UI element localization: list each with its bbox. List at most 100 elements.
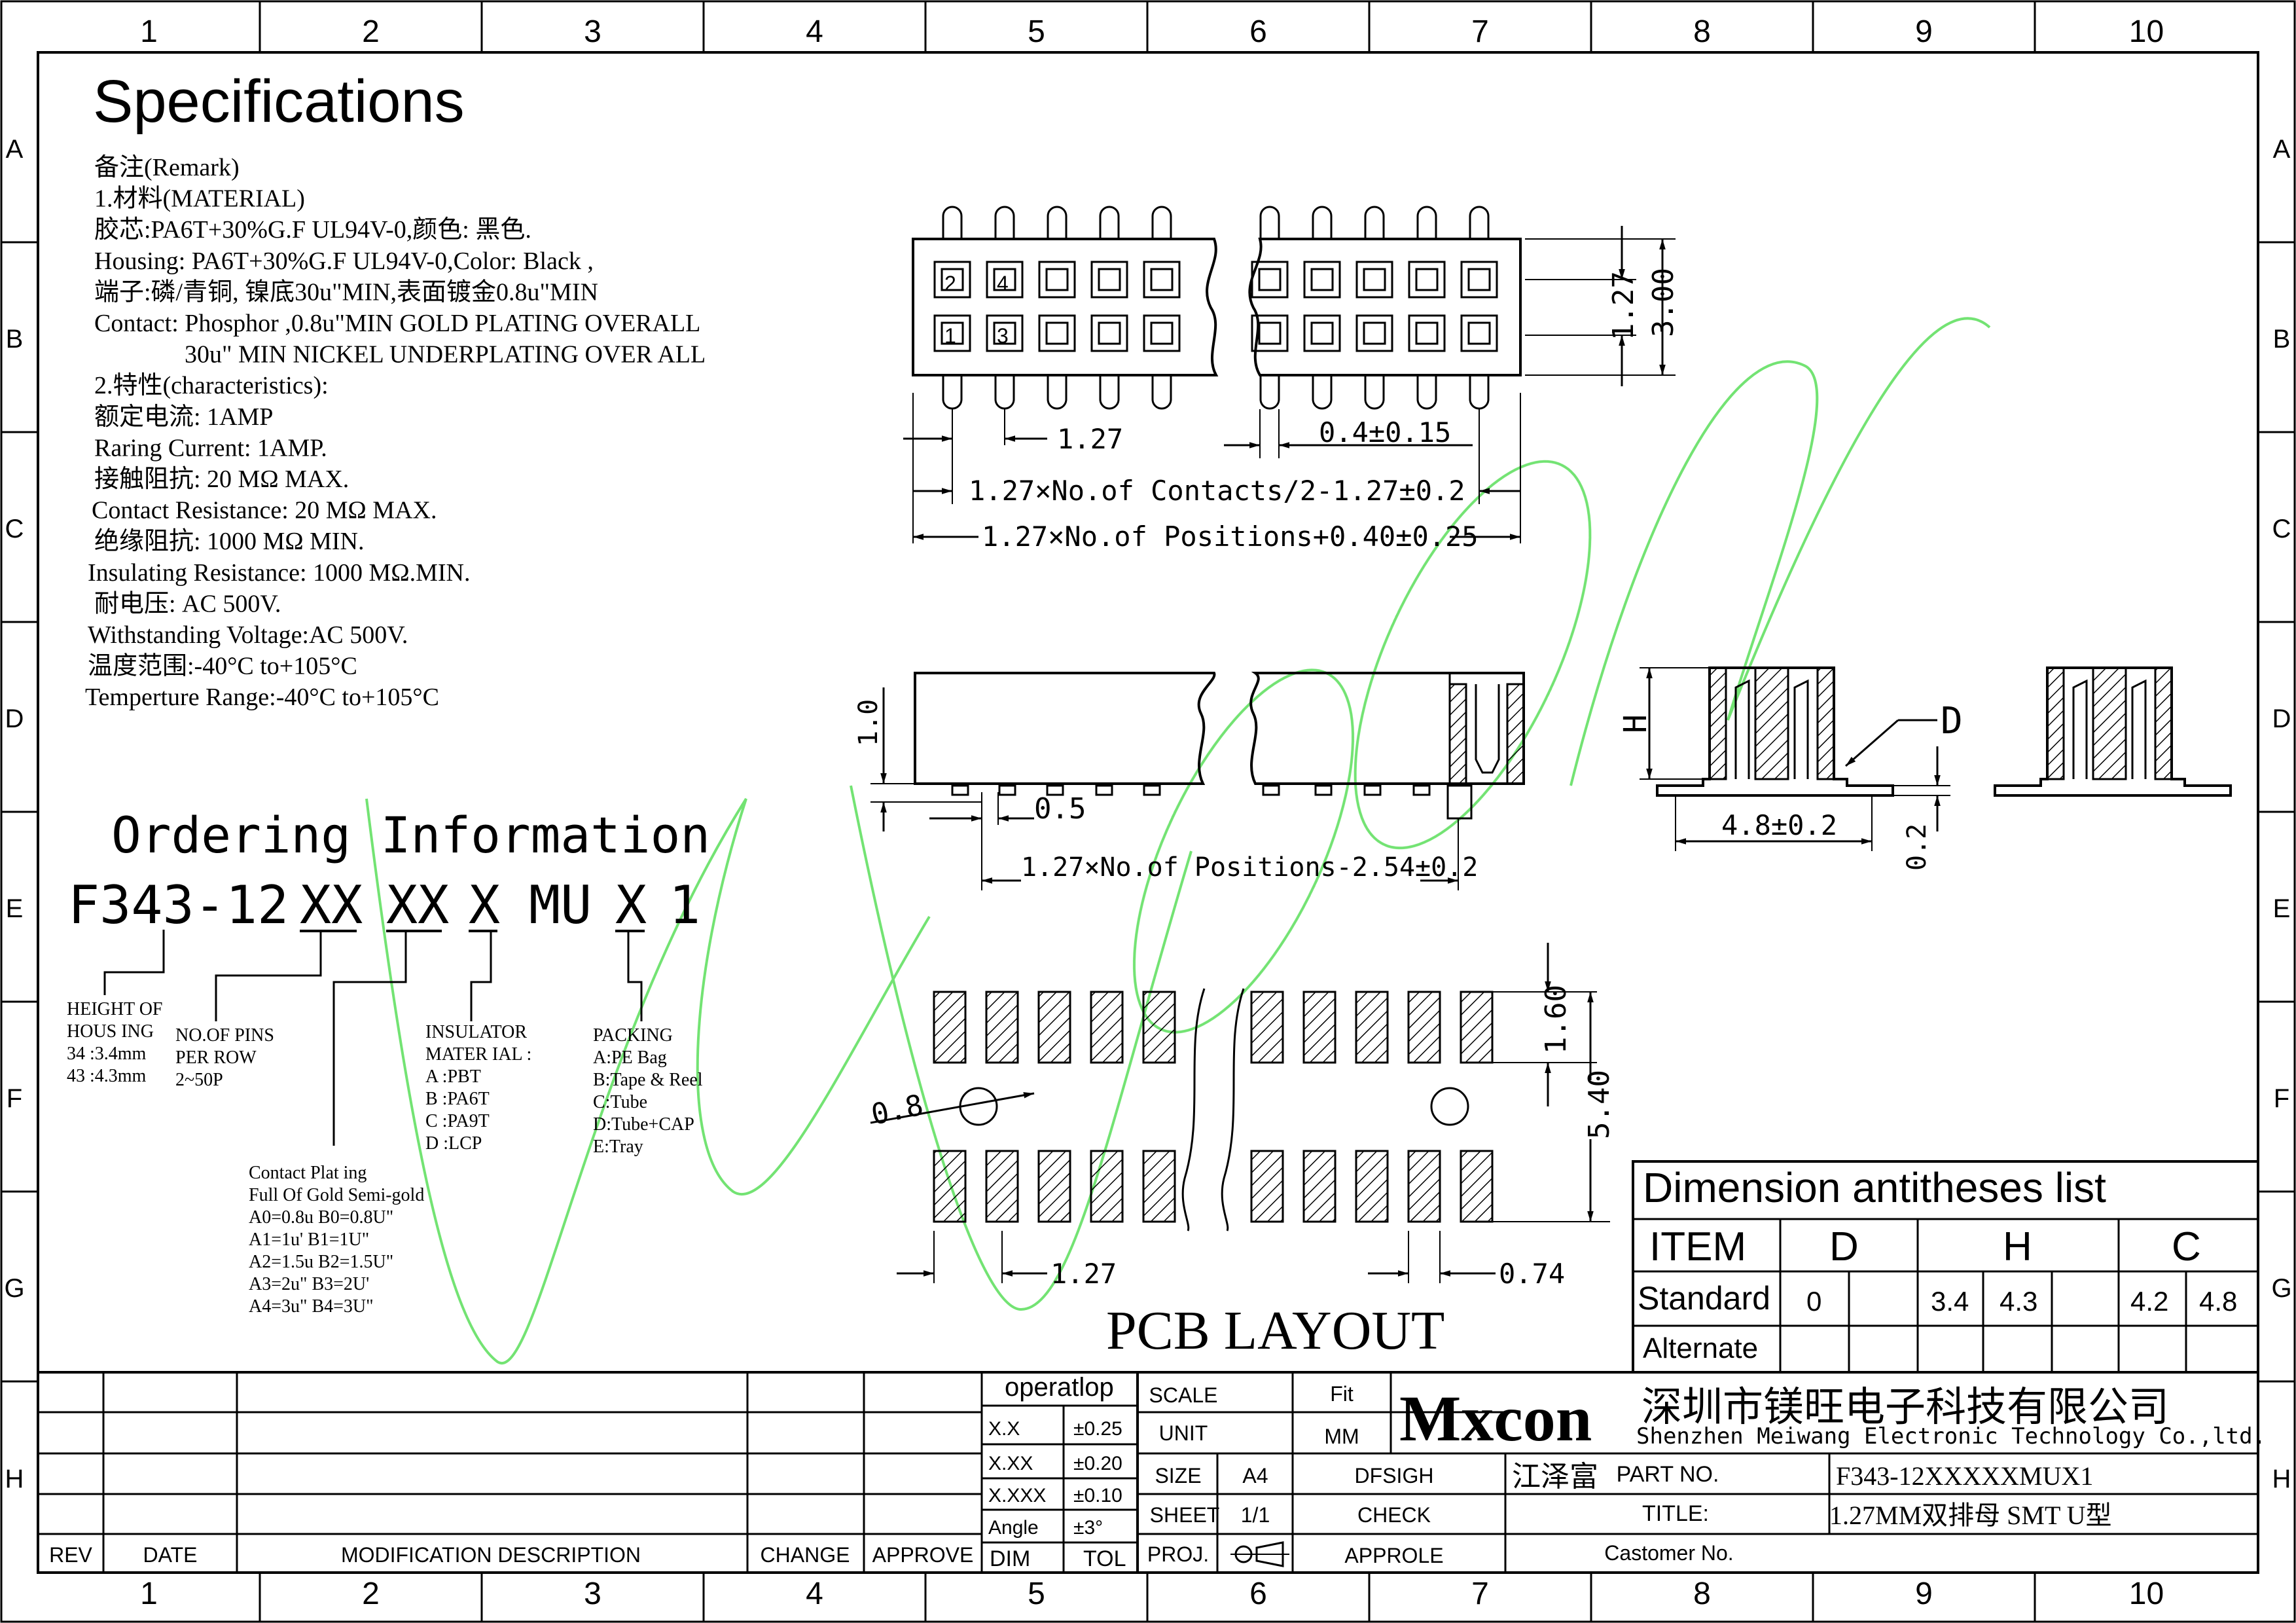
order-code-part: X	[615, 875, 647, 936]
pcb-pad	[1037, 991, 1071, 1064]
plating-option: A0=0.8u B0=0.8U"	[249, 1207, 393, 1228]
contact-cell	[1355, 314, 1393, 352]
order-code-part: MU	[529, 875, 592, 936]
height-option: 43 :4.3mm	[67, 1066, 147, 1086]
tol-key: Angle	[988, 1517, 1039, 1539]
contact-cell	[1090, 261, 1128, 299]
contact-inner	[1258, 321, 1282, 345]
insulator-option: MATER IAL :	[425, 1044, 531, 1065]
dfsigh-label: DFSIGH	[1355, 1464, 1434, 1487]
frame-col-label: 7	[1471, 1577, 1489, 1611]
pcb-pad	[1302, 991, 1336, 1064]
scale-label: SCALE	[1149, 1383, 1218, 1407]
contact-cell	[933, 261, 971, 299]
pcb-pad	[1090, 991, 1124, 1064]
insulator-option: C :PA9T	[425, 1111, 490, 1131]
contact-inner	[1150, 268, 1174, 291]
spec-line: Temperture Range:-40°C to+105°C	[85, 684, 439, 711]
packing-option: C:Tube	[593, 1092, 647, 1112]
size-label: SIZE	[1155, 1464, 1201, 1487]
dim-label: DIM	[990, 1546, 1030, 1571]
contact-inner	[1310, 321, 1334, 345]
height-option: 34 :3.4mm	[67, 1044, 147, 1064]
check-label: CHECK	[1357, 1503, 1431, 1527]
height-option: HEIGHT OF	[67, 999, 162, 1019]
pin-bottom	[1469, 375, 1490, 410]
spec-line: 温度范围:-40°C to+105°C	[88, 653, 357, 680]
pin-top	[1151, 206, 1172, 239]
packing-option: PACKING	[593, 1025, 673, 1046]
dim-pcb-hole: 0.8	[869, 1088, 926, 1131]
contact-inner	[1415, 268, 1439, 291]
spec-line: Raring Current: 1AMP.	[94, 434, 327, 462]
proj-label: PROJ.	[1147, 1542, 1209, 1566]
dim-positions: 1.27×No.of Positions+0.40±0.25	[982, 520, 1479, 553]
dim-table-header: D	[1829, 1224, 1859, 1269]
contact-cell	[1303, 314, 1341, 352]
packing-option: E:Tray	[593, 1137, 643, 1157]
pin-bottom	[942, 375, 963, 410]
frame-row-label: G	[4, 1274, 24, 1303]
side-contact	[1475, 684, 1500, 774]
side-tail	[1143, 784, 1161, 796]
contact-cell	[1090, 314, 1128, 352]
spec-line: Insulating Resistance: 1000 MΩ.MIN.	[88, 559, 470, 587]
unit-value: MM	[1324, 1425, 1359, 1448]
packing-option: A:PE Bag	[593, 1048, 667, 1068]
contact-inner	[1467, 321, 1491, 345]
plating-option: Contact Plat ing	[249, 1163, 367, 1183]
ordering-title: Ordering Information	[111, 806, 710, 864]
contact-cell	[1251, 314, 1289, 352]
contact-inner	[1363, 321, 1386, 345]
side-view: 1.00.51.27×No.of Positions-2.54±0.2	[853, 672, 1525, 890]
tol-value: ±0.20	[1073, 1453, 1122, 1474]
dim-side-len: 1.27×No.of Positions-2.54±0.2	[1021, 852, 1478, 883]
contact-inner	[1045, 321, 1069, 345]
pin-top	[942, 206, 963, 239]
pin-bottom	[1312, 375, 1333, 410]
dim-table-header: H	[2003, 1224, 2032, 1269]
dim-table-cell: 4.2	[2130, 1286, 2168, 1317]
frame-col-label: 2	[362, 14, 380, 49]
spec-line: 2.特性(characteristics):	[94, 372, 329, 399]
order-code-part: F343-12	[68, 875, 289, 936]
title-value: 1.27MM双排母 SMT U型	[1829, 1501, 2112, 1530]
frame-col-label: 5	[1028, 1577, 1045, 1611]
frame-row-label: D	[5, 704, 24, 733]
frame-row-label: E	[6, 894, 24, 923]
spec-line: 30u" MIN NICKEL UNDERPLATING OVER ALL	[185, 341, 706, 369]
pin-bottom	[1151, 375, 1172, 410]
pin-number: 1	[944, 324, 956, 348]
pcb-hole	[1430, 1087, 1469, 1126]
pin-bottom	[1364, 375, 1385, 410]
side-tail	[1363, 784, 1382, 796]
insulator-option: B :PA6T	[425, 1089, 490, 1109]
side-housing-left	[914, 672, 1216, 785]
plating-option: A4=3u" B4=3U"	[249, 1296, 374, 1317]
height-option: HOUS ING	[67, 1021, 154, 1042]
dim-pcb-pitch: 1.27	[1050, 1258, 1117, 1290]
pcb-pad	[1355, 991, 1389, 1064]
pcb-pad	[1460, 991, 1494, 1064]
frame-row-label: D	[2272, 704, 2291, 733]
dim-table-cell: 4.8	[2199, 1286, 2237, 1317]
size-value: A4	[1242, 1464, 1268, 1487]
frame-row-label: C	[5, 515, 24, 543]
spec-line: 备注(Remark)	[94, 154, 240, 181]
pins-option: 2~50P	[175, 1070, 223, 1090]
contact-inner	[1098, 268, 1121, 291]
spec-line: 端子:磷/青铜, 镍底30u"MIN,表面镀金0.8u"MIN	[94, 278, 598, 306]
pcb-pad	[1142, 991, 1176, 1064]
dim-side-1: 1.0	[853, 699, 884, 746]
end-hatch	[2046, 666, 2065, 780]
contact-cell	[1038, 314, 1076, 352]
end-hatch	[1708, 666, 1727, 780]
contact-inner	[1098, 321, 1121, 345]
